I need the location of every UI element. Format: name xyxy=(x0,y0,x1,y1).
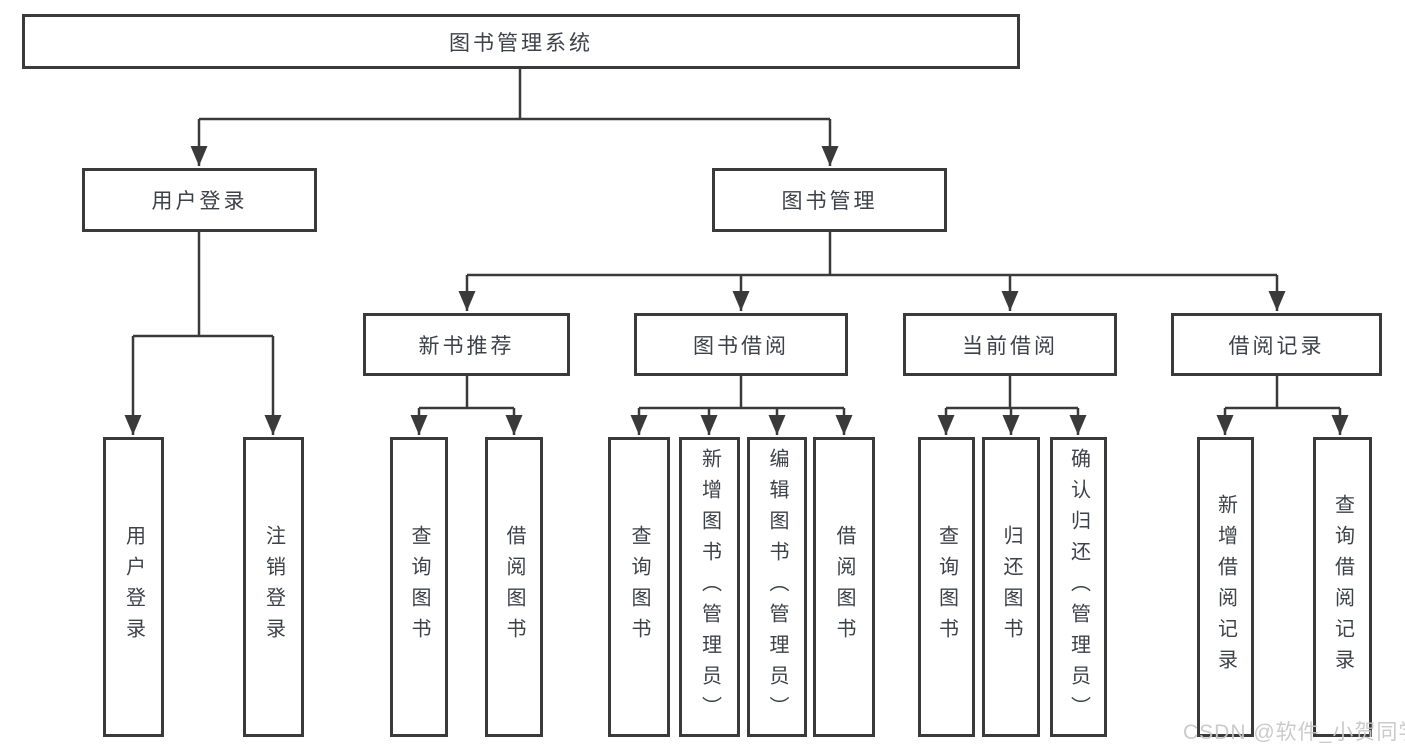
node-logout: 注销登录 xyxy=(243,437,304,737)
csdn-watermark: CSDN @软件_小贺同学 xyxy=(1183,721,1405,744)
node-library-management-system: 图书管理系统 xyxy=(22,14,1020,69)
node-new-book-recommendation: 新书推荐 xyxy=(363,313,570,376)
node-user-login: 用户登录 xyxy=(82,168,317,232)
node-confirm-return-admin: 确认归还（管理员） xyxy=(1050,437,1107,737)
node-query-books-borrowing: 查询图书 xyxy=(608,437,670,737)
node-user-login-leaf: 用户登录 xyxy=(103,437,164,737)
node-current-borrowing: 当前借阅 xyxy=(903,313,1117,376)
node-book-management: 图书管理 xyxy=(712,168,947,232)
node-return-books: 归还图书 xyxy=(982,437,1040,737)
node-add-borrow-record: 新增借阅记录 xyxy=(1197,437,1254,737)
node-book-borrowing: 图书借阅 xyxy=(634,313,848,376)
node-edit-books-admin: 编辑图书（管理员） xyxy=(747,437,807,737)
node-query-books-newbook: 查询图书 xyxy=(390,437,448,737)
node-borrow-books-newbook: 借阅图书 xyxy=(485,437,543,737)
node-query-books-current: 查询图书 xyxy=(918,437,975,737)
node-borrowing-records: 借阅记录 xyxy=(1171,313,1382,376)
node-add-books-admin: 新增图书（管理员） xyxy=(679,437,740,737)
node-borrow-books: 借阅图书 xyxy=(813,437,875,737)
node-query-borrow-record: 查询借阅记录 xyxy=(1313,437,1372,737)
